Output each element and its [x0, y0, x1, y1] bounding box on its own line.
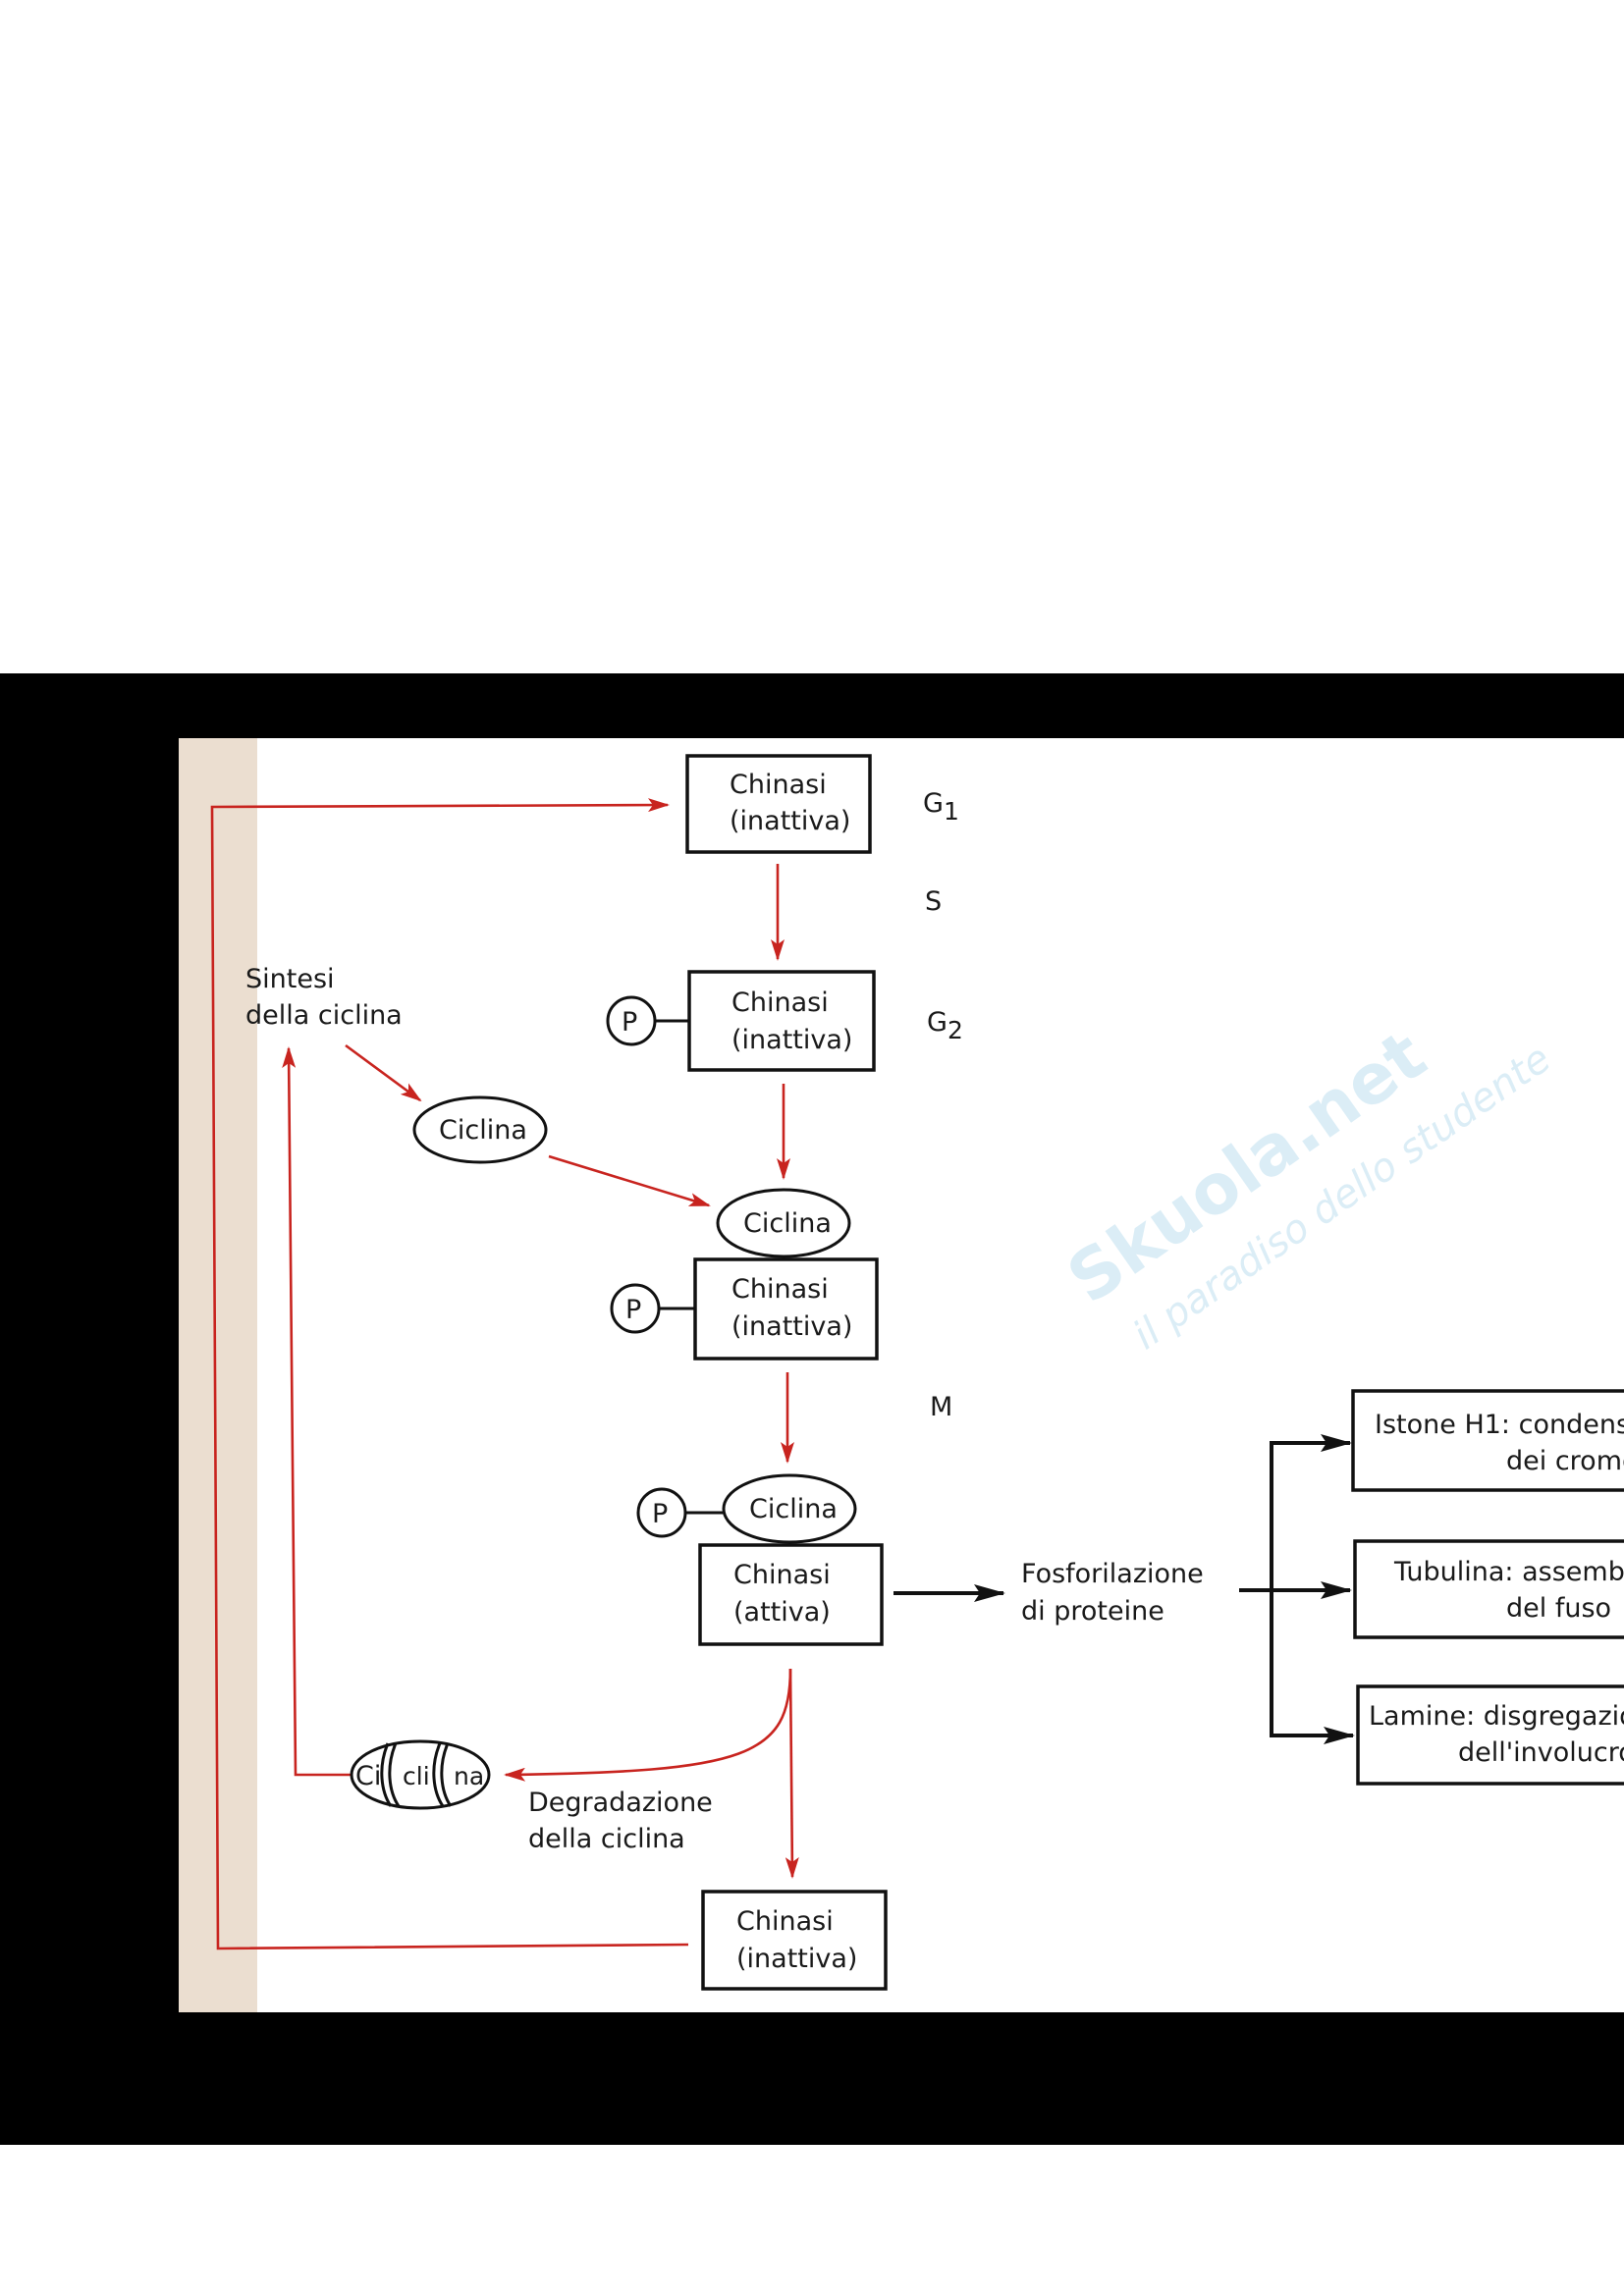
page-scan: [179, 738, 1624, 2012]
active-kinase-complex: P Ciclina Chinasi (attiva): [636, 1473, 884, 1646]
svg-text:Chinasi: Chinasi: [733, 1560, 831, 1590]
svg-text:del fuso: del fuso: [1506, 1593, 1611, 1624]
svg-text:(attiva): (attiva): [733, 1597, 831, 1628]
svg-text:Chinasi: Chinasi: [736, 1906, 834, 1937]
svg-text:(inattiva): (inattiva): [731, 1025, 852, 1055]
svg-text:Istone H1: condensazione: Istone H1: condensazione: [1375, 1410, 1624, 1440]
degradation-label-2: della ciclina: [528, 1824, 685, 1854]
target-tubulin: Tubulina: assemblaggio del fuso: [1353, 1539, 1624, 1639]
svg-text:(inattiva): (inattiva): [730, 806, 850, 836]
svg-text:(inattiva): (inattiva): [736, 1944, 857, 1974]
svg-text:Ciclina: Ciclina: [749, 1494, 838, 1524]
phosphate-icon: [610, 1283, 661, 1334]
svg-text:Lamine: disgregazione: Lamine: disgregazione: [1369, 1701, 1624, 1732]
ciclina-binding-arrow: [548, 1154, 711, 1207]
phase-s: S: [925, 886, 942, 917]
svg-text:Ciclina: Ciclina: [439, 1115, 527, 1146]
svg-text:dei cromosomi: dei cromosomi: [1506, 1446, 1624, 1476]
svg-text:P: P: [625, 1295, 641, 1325]
target-histone: Istone H1: condensazione dei cromosomi: [1351, 1389, 1624, 1492]
svg-text:Chinasi: Chinasi: [731, 1274, 829, 1305]
svg-text:dell'involucro nucleare: dell'involucro nucleare: [1458, 1737, 1624, 1768]
svg-text:P: P: [652, 1499, 668, 1529]
degraded-ciclina: Ci cli na: [350, 1739, 491, 1810]
svg-text:P: P: [622, 1007, 637, 1038]
free-ciclina: Ciclina: [412, 1095, 548, 1164]
svg-text:na: na: [454, 1762, 484, 1790]
synthesis-label: Sintesi: [245, 964, 335, 994]
phosphorylation-label-2: di proteine: [1021, 1596, 1164, 1627]
phase-m: M: [930, 1392, 952, 1422]
synthesis-arrow: [345, 1043, 422, 1102]
svg-text:Ci: Ci: [355, 1761, 381, 1791]
reset-loop-arrow: [210, 798, 689, 1950]
target-lamin: Lamine: disgregazione dell'involucro nuc…: [1356, 1684, 1624, 1786]
svg-text:Chinasi: Chinasi: [730, 770, 827, 800]
kinase-box-g2: P Chinasi (inattiva): [606, 970, 876, 1072]
phosphate-icon: [606, 995, 657, 1046]
kinase-box-final: Chinasi (inattiva): [701, 1890, 888, 1991]
kinase-box-g1: Chinasi (inattiva): [685, 754, 872, 854]
degradation-to-synthesis-arrow: [282, 1046, 352, 1777]
synthesis-label-2: della ciclina: [245, 1000, 403, 1031]
inactivation-arrow: [785, 1668, 799, 1879]
phosphorylation-label: Fosforilazione: [1021, 1559, 1204, 1589]
svg-text:(inattiva): (inattiva): [731, 1311, 852, 1342]
degradation-arrow: [504, 1668, 792, 1782]
degradation-label: Degradazione: [528, 1788, 713, 1818]
svg-text:Ciclina: Ciclina: [743, 1208, 832, 1239]
svg-text:Tubulina: assemblaggio: Tubulina: assemblaggio: [1393, 1557, 1624, 1587]
svg-text:cli: cli: [403, 1762, 430, 1790]
ciclina-kinase-complex: Ciclina P Chinasi (inattiva): [610, 1188, 879, 1361]
phosphate-icon: [636, 1487, 687, 1538]
svg-text:Chinasi: Chinasi: [731, 988, 829, 1018]
phase-g2: G2: [927, 1007, 963, 1044]
phase-g1: G1: [923, 788, 959, 826]
